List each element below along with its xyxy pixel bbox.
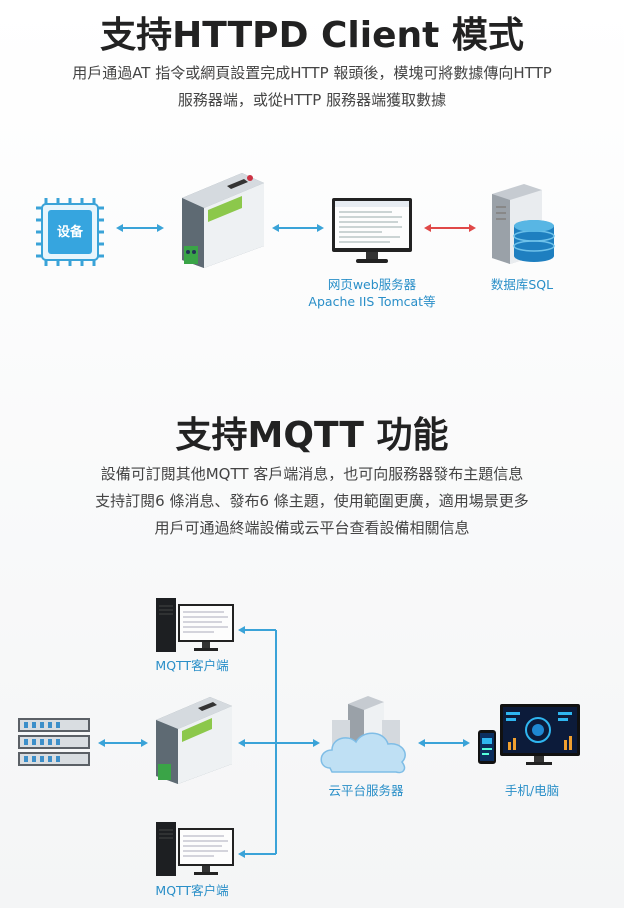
- section2-title: 支持MQTT 功能: [175, 415, 449, 456]
- chip-icon: [36, 198, 104, 266]
- section1-title: 支持HTTPD Client 模式: [100, 15, 524, 56]
- section2-desc-line2: 支持訂閱6 條消息、發布6 條主題，使用範圍更廣，適用場景更多: [95, 492, 529, 510]
- section2-desc-line1: 設備可訂閱其他MQTT 客戶端消息，也可向服務器發布主題信息: [100, 465, 524, 483]
- pc-tower-monitor-icon-bottom: [156, 822, 234, 876]
- phone-computer-icon: [478, 704, 580, 765]
- cloud-server-label: 云平台服务器: [328, 783, 404, 798]
- din-module-icon: [182, 173, 264, 268]
- web-server-monitor-icon: [332, 198, 412, 263]
- section1-desc-line2: 服務器端，或從HTTP 服務器端獲取數據: [177, 91, 447, 109]
- web-server-label: 网页web服务器 Apache IIS Tomcat等: [290, 276, 454, 310]
- arrow-cloud-devices: [418, 739, 470, 747]
- mqtt-client-top-label: MQTT客户端: [155, 658, 229, 673]
- cloud-server-icon: [320, 696, 406, 774]
- database-label: 数据库SQL: [490, 277, 554, 292]
- arrow-module-web: [272, 224, 324, 232]
- pc-tower-monitor-icon-top: [156, 598, 234, 652]
- mqtt-bracket-arrows: [238, 626, 277, 858]
- web-server-label-line1: 网页web服务器: [327, 277, 417, 292]
- database-server-icon: [492, 184, 555, 264]
- web-server-label-line2: Apache IIS Tomcat等: [308, 294, 436, 309]
- arrow-bracket-cloud: [276, 739, 320, 747]
- phone-pc-label: 手机/电脑: [504, 783, 560, 798]
- section2-desc: 設備可訂閱其他MQTT 客戶端消息，也可向服務器發布主題信息 支持訂閱6 條消息…: [0, 461, 624, 542]
- arrow-rack-module: [98, 739, 148, 747]
- section2-desc-line3: 用戶可通過終端設備或云平台查看設備相關信息: [154, 519, 470, 537]
- chip-label: 设备: [56, 225, 83, 240]
- mqtt-client-bottom-label: MQTT客户端: [155, 883, 229, 898]
- section1-desc-line1: 用戶通過AT 指令或網頁設置完成HTTP 報頭後，模塊可將數據傳向HTTP: [72, 64, 552, 82]
- arrow-chip-module: [116, 224, 164, 232]
- arrow-web-database: [424, 224, 476, 232]
- section1-desc: 用戶通過AT 指令或網頁設置完成HTTP 報頭後，模塊可將數據傳向HTTP 服務…: [0, 60, 624, 114]
- din-module-icon-2: [156, 697, 232, 784]
- rack-server-icon: [18, 718, 90, 766]
